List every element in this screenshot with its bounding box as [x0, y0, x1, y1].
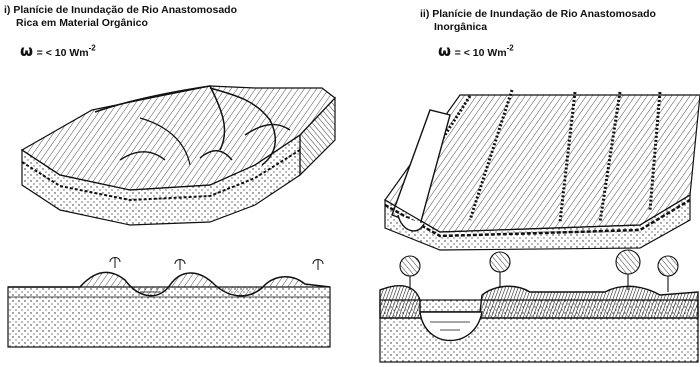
left-section-sediment — [8, 287, 330, 347]
left-section-trees — [110, 258, 323, 271]
right-block-diagram — [385, 90, 700, 250]
left-block-diagram — [22, 86, 335, 225]
right-cross-section — [380, 250, 698, 362]
right-section-trees — [400, 250, 678, 292]
left-cross-section — [8, 258, 330, 348]
